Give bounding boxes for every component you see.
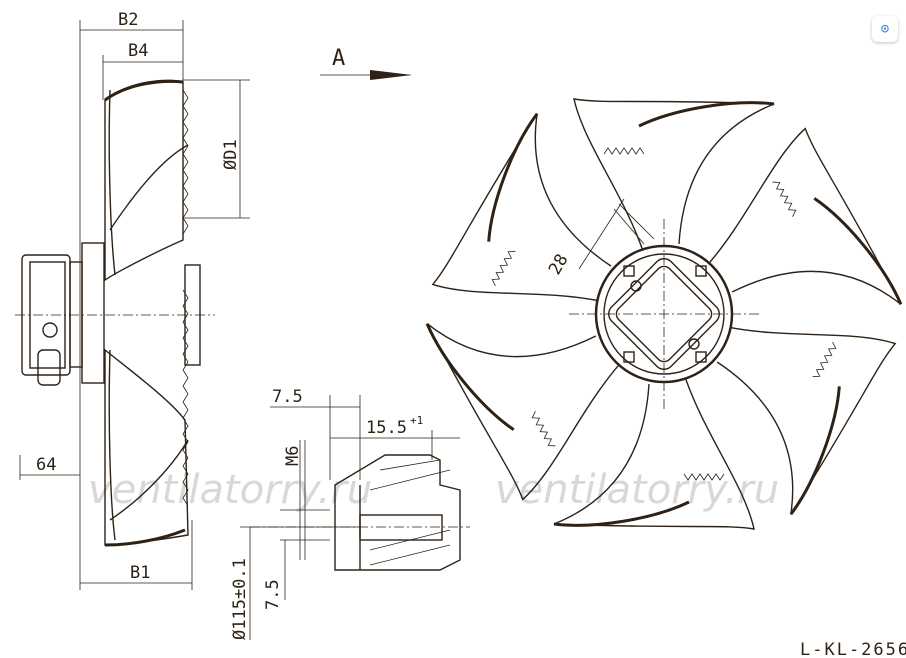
watermark-right: ventilatorry.ru [495, 467, 779, 513]
dim-15-5-value: 15.5 [366, 418, 407, 438]
dim-d1: ØD1 [221, 139, 241, 170]
dim-b2: B2 [118, 10, 138, 30]
visual-search-button[interactable]: ⊙ [872, 16, 898, 42]
drawing-code: L-KL-2656 [800, 640, 906, 658]
watermark-left: ventilatorry.ru [88, 467, 372, 513]
dim-d115: Ø115±0.1 [230, 558, 250, 640]
dim-angle-28: 28 [545, 251, 573, 279]
view-a-label: A [332, 46, 345, 71]
side-view [15, 20, 250, 590]
mounting-detail [240, 395, 470, 640]
lens-icon: ⊙ [880, 21, 890, 37]
dim-b4: B4 [128, 41, 148, 61]
dim-b1: B1 [130, 563, 150, 583]
thread-m6: M6 [283, 446, 303, 466]
dim-7-5-side: 7.5 [263, 579, 283, 610]
dim-64: 64 [36, 455, 56, 475]
dim-7-5-top: 7.5 [272, 387, 303, 407]
dim-15-5-tolerance: +1 [410, 414, 423, 427]
front-view [421, 98, 906, 531]
